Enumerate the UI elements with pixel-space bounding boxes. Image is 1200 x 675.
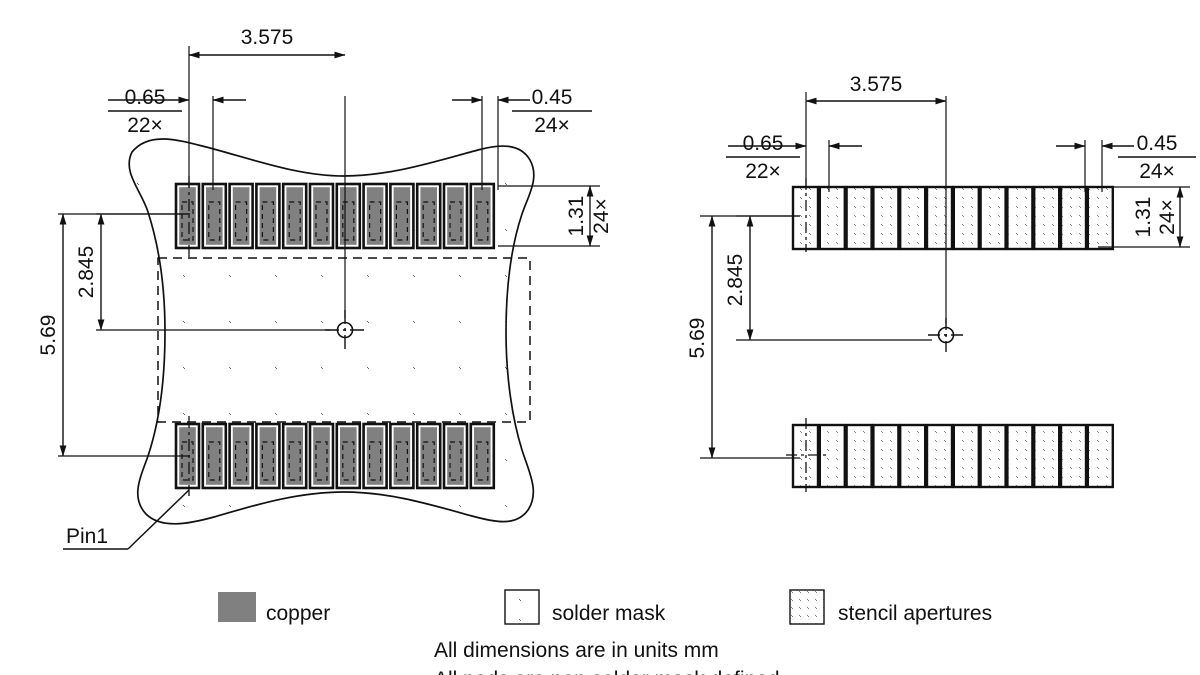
dim-padwidth-right: 0.45 24× [1056, 132, 1196, 192]
stencil-aperture-bottom [899, 423, 927, 489]
stencil-aperture-top [818, 185, 846, 251]
stencil-aperture-top [952, 185, 980, 251]
stencil-aperture-bottom [925, 423, 954, 489]
stencil-aperture-top [1006, 185, 1034, 251]
pin1-label: Pin1 [66, 525, 108, 548]
dim-pitch-left-count: 22× [127, 114, 163, 137]
stencil-aperture-bottom [1059, 423, 1088, 489]
copper-pad-bottom-lead-outline [235, 441, 248, 481]
copper-pad-bottom-lead-outline [476, 441, 489, 481]
component-body-dashed-outline [157, 257, 531, 423]
note-mask-defined: All pads are non solder mask defined [434, 668, 780, 675]
dim-padheight-left-value: 1.31 [565, 196, 588, 237]
note-units: All dimensions are in units mm [434, 639, 719, 662]
copper-pad-array [174, 182, 496, 490]
stencil-aperture-top [1059, 185, 1088, 251]
copper-pad-bottom-lead-outline [342, 441, 355, 481]
dim-pitch-left-value: 0.65 [125, 86, 166, 109]
dim-3575-right-label: 3.575 [850, 73, 903, 96]
datum-origin-marker [325, 310, 365, 350]
stencil-aperture-top [845, 185, 873, 251]
dim-569-left: 5.69 [37, 213, 190, 457]
copper-pad-bottom-lead-outline [261, 441, 274, 481]
dim-2845-right-label: 2.845 [724, 254, 747, 307]
stencil-aperture-top [925, 185, 954, 251]
stencil-aperture-top [979, 185, 1007, 251]
dim-padheight-left-count: 24× [590, 198, 613, 234]
copper-pad-top-lead-outline [422, 201, 435, 241]
dim-padwidth-right-value: 0.45 [1137, 132, 1178, 155]
dim-pitch-right-value: 0.65 [743, 132, 784, 155]
dim-569-left-label: 5.69 [37, 315, 60, 356]
stencil-aperture-bottom [872, 423, 900, 489]
stencil-aperture-bottom [1032, 423, 1061, 489]
stencil-aperture-bottom [1086, 423, 1115, 489]
copper-pad-bottom-lead-outline [181, 441, 194, 481]
copper-pad-bottom-lead-outline [369, 441, 382, 481]
dim-padwidth-right-count: 24× [1139, 160, 1175, 183]
copper-pad-top-lead-outline [315, 201, 328, 241]
dim-3575-right: 3.575 [805, 73, 947, 190]
left-view-group: 3.575 0.65 22× 0.45 24× [37, 26, 613, 550]
copper-pad-bottom-lead-outline [449, 441, 462, 481]
stencil-aperture-bottom [952, 423, 980, 489]
pin1-leader: Pin1 [63, 489, 190, 550]
copper-pad-bottom-lead-outline [395, 441, 408, 481]
legend-copper-swatch [218, 592, 256, 622]
dim-padheight-right-count: 24× [1156, 199, 1179, 235]
dim-pitch-right-count: 22× [745, 160, 781, 183]
dim-569-right: 5.69 [686, 215, 800, 459]
dim-padheight-right: 1.31 24× [1098, 186, 1190, 248]
stencil-aperture-top [872, 185, 900, 251]
legend-solder-mask-label: solder mask [552, 602, 666, 625]
stencil-aperture-bottom [979, 423, 1007, 489]
dim-3575-left-label: 3.575 [241, 26, 294, 49]
right-view-group: 3.575 0.65 22× 0.45 24× [686, 73, 1196, 492]
copper-pad-bottom-lead-outline [288, 441, 301, 481]
dim-569-right-label: 5.69 [686, 318, 709, 359]
stencil-aperture-top [1032, 185, 1061, 251]
legend-stencil-label: stencil apertures [838, 602, 992, 625]
copper-pad-bottom-lead-outline [208, 441, 221, 481]
dim-pitch-left: 0.65 22× [108, 86, 246, 190]
copper-pad-top-lead-outline [395, 201, 408, 241]
dim-3575-left: 3.575 [188, 26, 346, 188]
legend-group: copper solder mask stencil apertures All… [218, 589, 992, 675]
dim-2845-left-label: 2.845 [75, 246, 98, 299]
dim-padwidth-left: 0.45 24× [452, 86, 592, 190]
copper-pad-top-lead-outline [369, 201, 382, 241]
stencil-aperture-bottom [818, 423, 846, 489]
dim-padwidth-left-count: 24× [534, 114, 570, 137]
copper-pad-bottom-lead-outline [315, 441, 328, 481]
copper-pad-top-lead-outline [449, 201, 462, 241]
stencil-pin1-center-lines [786, 178, 826, 492]
copper-pad-top-lead-outline [261, 201, 274, 241]
copper-pad-top-lead-outline [208, 201, 221, 241]
stencil-aperture-bottom [845, 423, 873, 489]
stencil-aperture-bottom [1006, 423, 1034, 489]
legend-copper-label: copper [266, 602, 330, 625]
dim-2845-right: 2.845 [724, 215, 932, 341]
dim-padheight-right-value: 1.31 [1132, 197, 1155, 238]
copper-pad-bottom-lead-outline [422, 441, 435, 481]
dim-pitch-right: 0.65 22× [726, 132, 862, 192]
copper-pad-top-lead-outline [476, 201, 489, 241]
copper-pad-top-lead-outline [235, 201, 248, 241]
copper-pad-top-lead-outline [181, 201, 194, 241]
copper-pad-top-lead-outline [288, 201, 301, 241]
dim-padheight-left: 1.31 24× [498, 185, 613, 247]
copper-pad-top-lead-outline [342, 201, 355, 241]
stencil-aperture-top [899, 185, 927, 251]
legend-solder-mask-swatch [504, 589, 540, 625]
stencil-aperture-top [1086, 185, 1115, 251]
dim-padwidth-left-value: 0.45 [532, 86, 573, 109]
legend-stencil-swatch [789, 589, 825, 625]
